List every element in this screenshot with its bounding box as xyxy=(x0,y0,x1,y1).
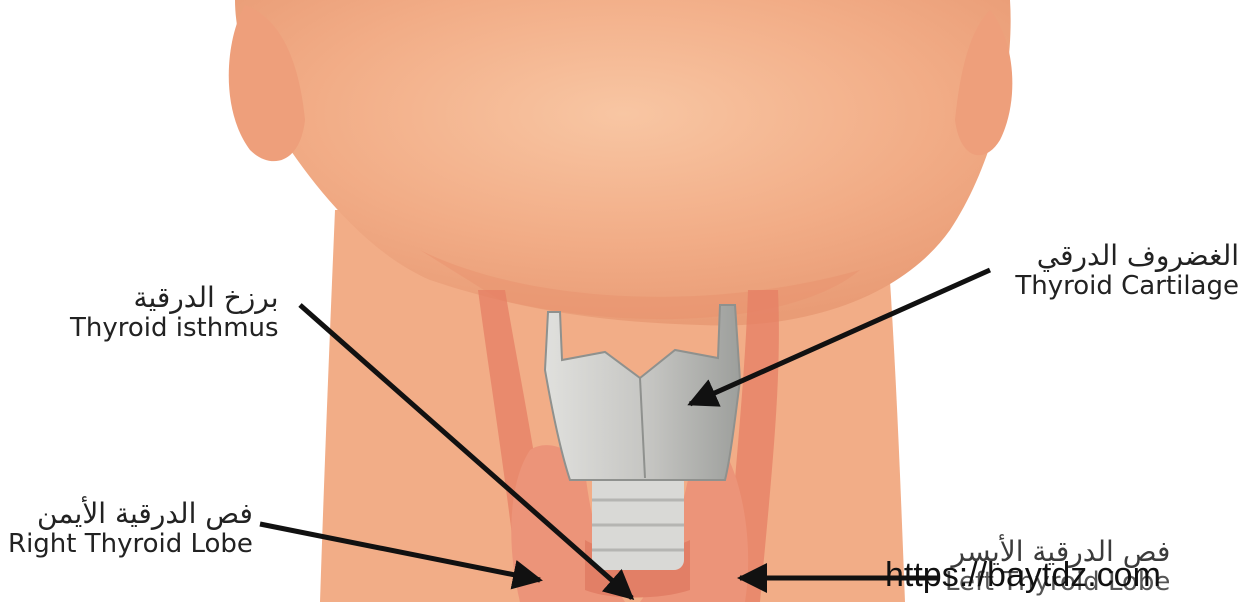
label-thyroid-isthmus: برزخ الدرقية Thyroid isthmus xyxy=(70,282,279,344)
label-isthmus-english: Thyroid isthmus xyxy=(70,314,279,344)
label-right-thyroid-lobe: فص الدرقية الأيمن Right Thyroid Lobe xyxy=(8,498,253,560)
label-right-lobe-english: Right Thyroid Lobe xyxy=(8,530,253,560)
label-cartilage-arabic: الغضروف الدرقي xyxy=(1015,240,1239,272)
label-isthmus-arabic: برزخ الدرقية xyxy=(70,282,279,314)
trachea-shape xyxy=(592,470,684,570)
label-thyroid-cartilage: الغضروف الدرقي Thyroid Cartilage xyxy=(1015,240,1239,302)
label-right-lobe-arabic: فص الدرقية الأيمن xyxy=(8,498,253,530)
watermark-url: https://baytdz.com xyxy=(885,556,1161,595)
label-cartilage-english: Thyroid Cartilage xyxy=(1015,272,1239,302)
